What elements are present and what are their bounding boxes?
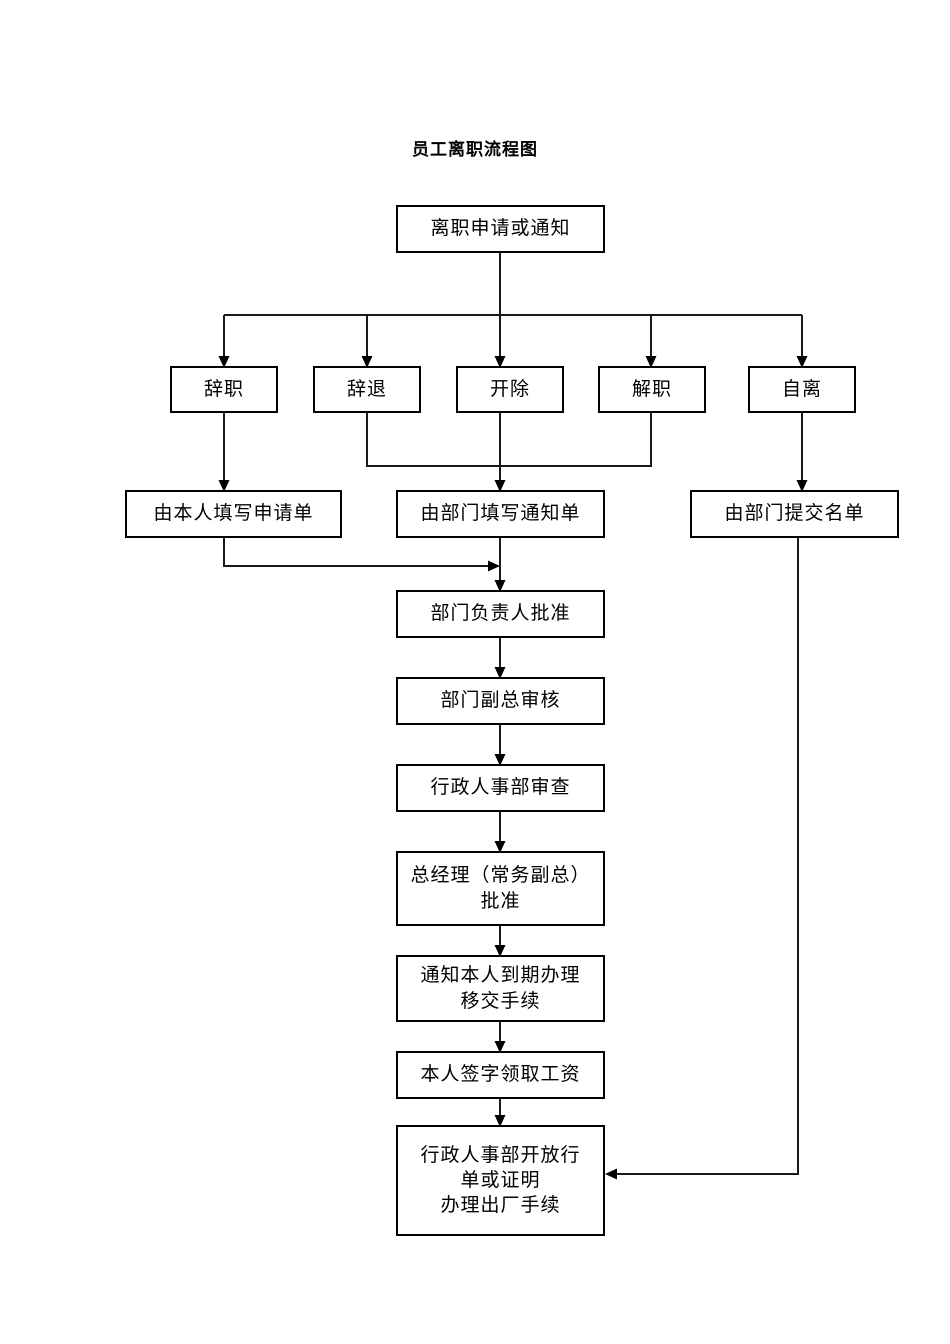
node-dept-head[interactable]: 部门负责人批准 xyxy=(396,590,605,638)
node-self-leave-label: 自离 xyxy=(781,378,822,400)
page-title: 员工离职流程图 xyxy=(412,140,538,159)
node-dept-list-label: 由部门提交名单 xyxy=(724,503,865,525)
node-dept-vp-label: 部门副总审核 xyxy=(440,690,561,712)
node-dept-vp[interactable]: 部门副总审核 xyxy=(396,677,605,725)
node-start-label: 离职申请或通知 xyxy=(430,218,571,240)
node-dismiss[interactable]: 辞退 xyxy=(313,366,421,413)
edge-self-form-to-trunk xyxy=(223,538,489,567)
node-fire[interactable]: 开除 xyxy=(456,366,564,413)
node-gm-approve-label: 总经理（常务副总） 批准 xyxy=(410,865,591,912)
edge-terminate-merge xyxy=(500,413,652,467)
arrowhead-hr-exit-side xyxy=(605,1168,617,1180)
node-hr-exit-label: 行政人事部开放行 单或证明 办理出厂手续 xyxy=(420,1144,581,1217)
node-self-leave[interactable]: 自离 xyxy=(748,366,856,413)
node-dismiss-label: 辞退 xyxy=(346,378,387,400)
node-resign[interactable]: 辞职 xyxy=(170,366,278,413)
node-terminate[interactable]: 解职 xyxy=(598,366,706,413)
node-dept-notice[interactable]: 由部门填写通知单 xyxy=(396,490,605,538)
node-hr-exit[interactable]: 行政人事部开放行 单或证明 办理出厂手续 xyxy=(396,1125,605,1236)
arrowhead-self-form-merge xyxy=(488,560,500,572)
edge-dismiss-merge xyxy=(366,413,500,467)
node-hr-review[interactable]: 行政人事部审查 xyxy=(396,764,605,812)
node-dept-notice-label: 由部门填写通知单 xyxy=(420,503,581,525)
node-sign-salary-label: 本人签字领取工资 xyxy=(420,1064,581,1086)
node-notify-handover-label: 通知本人到期办理 移交手续 xyxy=(420,965,581,1012)
node-notify-handover[interactable]: 通知本人到期办理 移交手续 xyxy=(396,955,605,1022)
node-terminate-label: 解职 xyxy=(631,378,672,400)
node-fire-label: 开除 xyxy=(489,378,530,400)
node-gm-approve[interactable]: 总经理（常务副总） 批准 xyxy=(396,851,605,926)
node-hr-review-label: 行政人事部审查 xyxy=(430,777,571,799)
node-self-form-label: 由本人填写申请单 xyxy=(153,503,314,525)
node-dept-list[interactable]: 由部门提交名单 xyxy=(690,490,899,538)
node-sign-salary[interactable]: 本人签字领取工资 xyxy=(396,1051,605,1099)
node-start[interactable]: 离职申请或通知 xyxy=(396,205,605,253)
node-dept-head-label: 部门负责人批准 xyxy=(430,603,571,625)
node-resign-label: 辞职 xyxy=(203,378,244,400)
edge-dept-list-to-hr-exit xyxy=(616,538,799,1175)
node-self-form[interactable]: 由本人填写申请单 xyxy=(125,490,342,538)
